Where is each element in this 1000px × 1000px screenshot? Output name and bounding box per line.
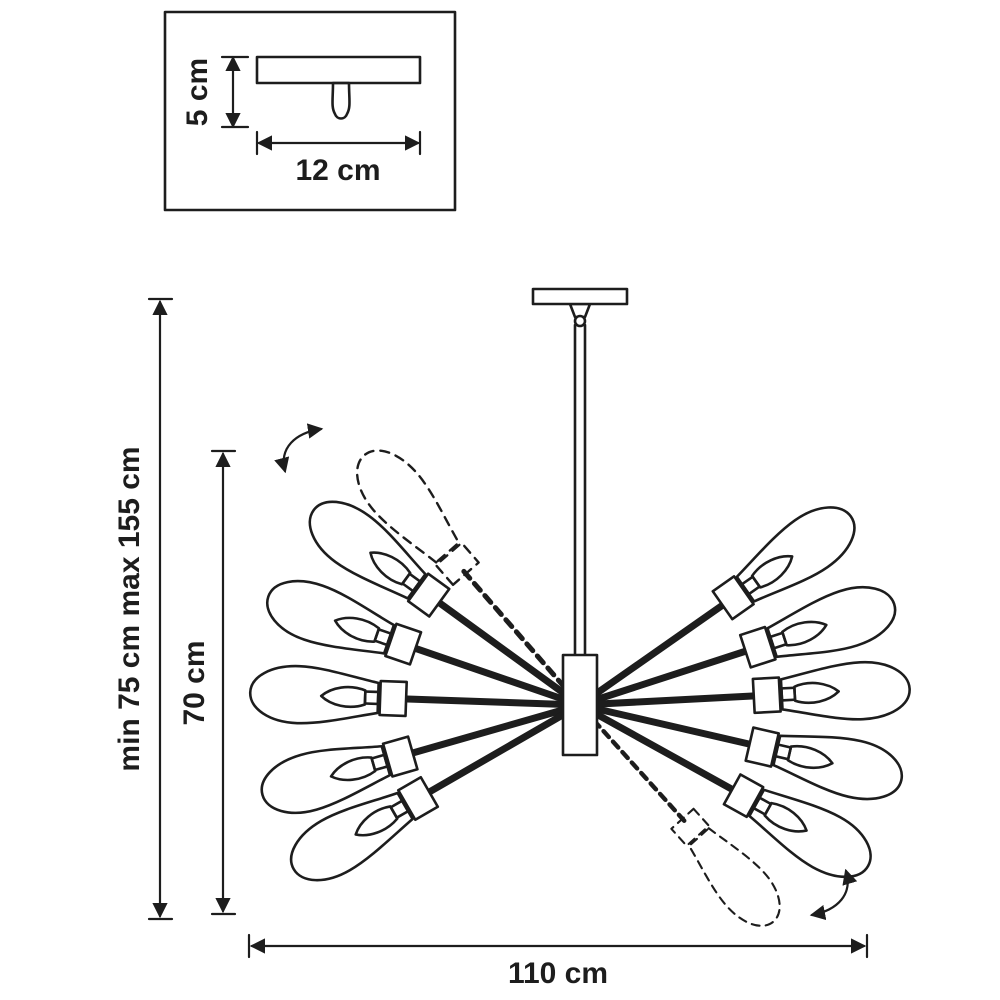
rotation-arrow-top-left	[274, 423, 324, 474]
mount-plate	[255, 55, 422, 85]
chandelier-stem	[531, 287, 629, 757]
central-hub	[561, 653, 599, 757]
body-height-dimension: 70 cm	[178, 449, 237, 916]
overall-height-dimension: min 75 cm max 155 cm	[113, 297, 174, 921]
inset-border	[163, 10, 457, 212]
rod-joint	[573, 314, 587, 328]
body-height-label: 70 cm	[178, 640, 211, 725]
overall-height-label: min 75 cm max 155 cm	[113, 446, 146, 771]
width-label: 110 cm	[508, 957, 608, 990]
ceiling-plate	[531, 287, 629, 306]
rotation-arrow-bottom-right	[809, 868, 858, 921]
inset-height-label: 5 cm	[181, 58, 214, 126]
width-dimension: 110 cm	[247, 933, 869, 990]
inset-width-label: 12 cm	[295, 154, 380, 187]
chandelier-arm-left-1	[297, 488, 597, 728]
mount-stem	[331, 81, 351, 120]
mount-inset-box: 5 cm 12 cm	[163, 10, 457, 212]
hanging-rod	[573, 323, 587, 659]
chandelier-arm-left-3	[249, 665, 581, 733]
